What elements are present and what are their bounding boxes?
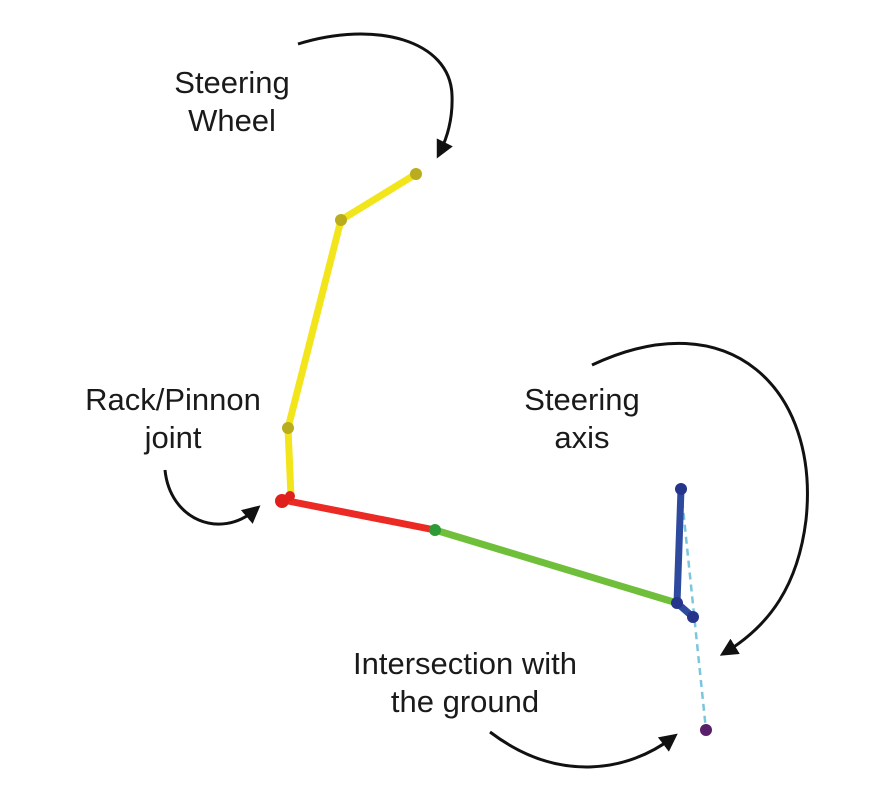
upright-segment-main — [673, 485, 685, 607]
steering-column — [282, 168, 422, 501]
label-steering-wheel: Steering Wheel — [152, 64, 312, 140]
label-steering-axis: Steering axis — [502, 381, 662, 457]
rack-pinion-joint-secondary — [285, 491, 295, 501]
arrow-rack-pinion — [163, 469, 261, 526]
column-joint-middle — [335, 214, 347, 226]
column-joint-bottom — [282, 422, 294, 434]
label-ground-line2: the ground — [390, 684, 540, 719]
ground-intersection-point — [700, 724, 712, 736]
rack-link — [275, 491, 439, 534]
label-steering-wheel-line1: Steering — [174, 65, 290, 100]
label-ground-line1: Intersection with — [353, 646, 577, 681]
rack-segment — [279, 496, 439, 534]
label-steering-axis-line1: Steering — [524, 382, 640, 417]
arrow-steering-wheel — [297, 32, 454, 159]
upright-joint-top — [675, 483, 687, 495]
upright — [671, 483, 708, 731]
steering-axis-line — [679, 488, 708, 731]
label-rack-pinion-line1: Rack/Pinnon — [85, 382, 261, 417]
label-rack-pinion-line2: joint — [144, 420, 202, 455]
label-ground-intersection: Intersection with the ground — [320, 645, 610, 721]
tie-rod — [429, 524, 681, 607]
arrow-steering-axis — [591, 341, 809, 656]
tie-rod-joint — [429, 524, 441, 536]
column-segment-bottom — [284, 424, 295, 501]
column-joint-top — [410, 168, 422, 180]
column-segment-middle — [284, 216, 345, 432]
column-segment-top — [337, 170, 420, 224]
label-steering-wheel-line2: Wheel — [188, 103, 276, 138]
upright-joint-bottom — [687, 611, 699, 623]
upright-joint-middle — [671, 597, 683, 609]
tie-rod-segment — [431, 526, 681, 607]
label-rack-pinion-joint: Rack/Pinnon joint — [68, 381, 278, 457]
arrow-ground — [489, 730, 678, 769]
label-steering-axis-line2: axis — [554, 420, 610, 455]
